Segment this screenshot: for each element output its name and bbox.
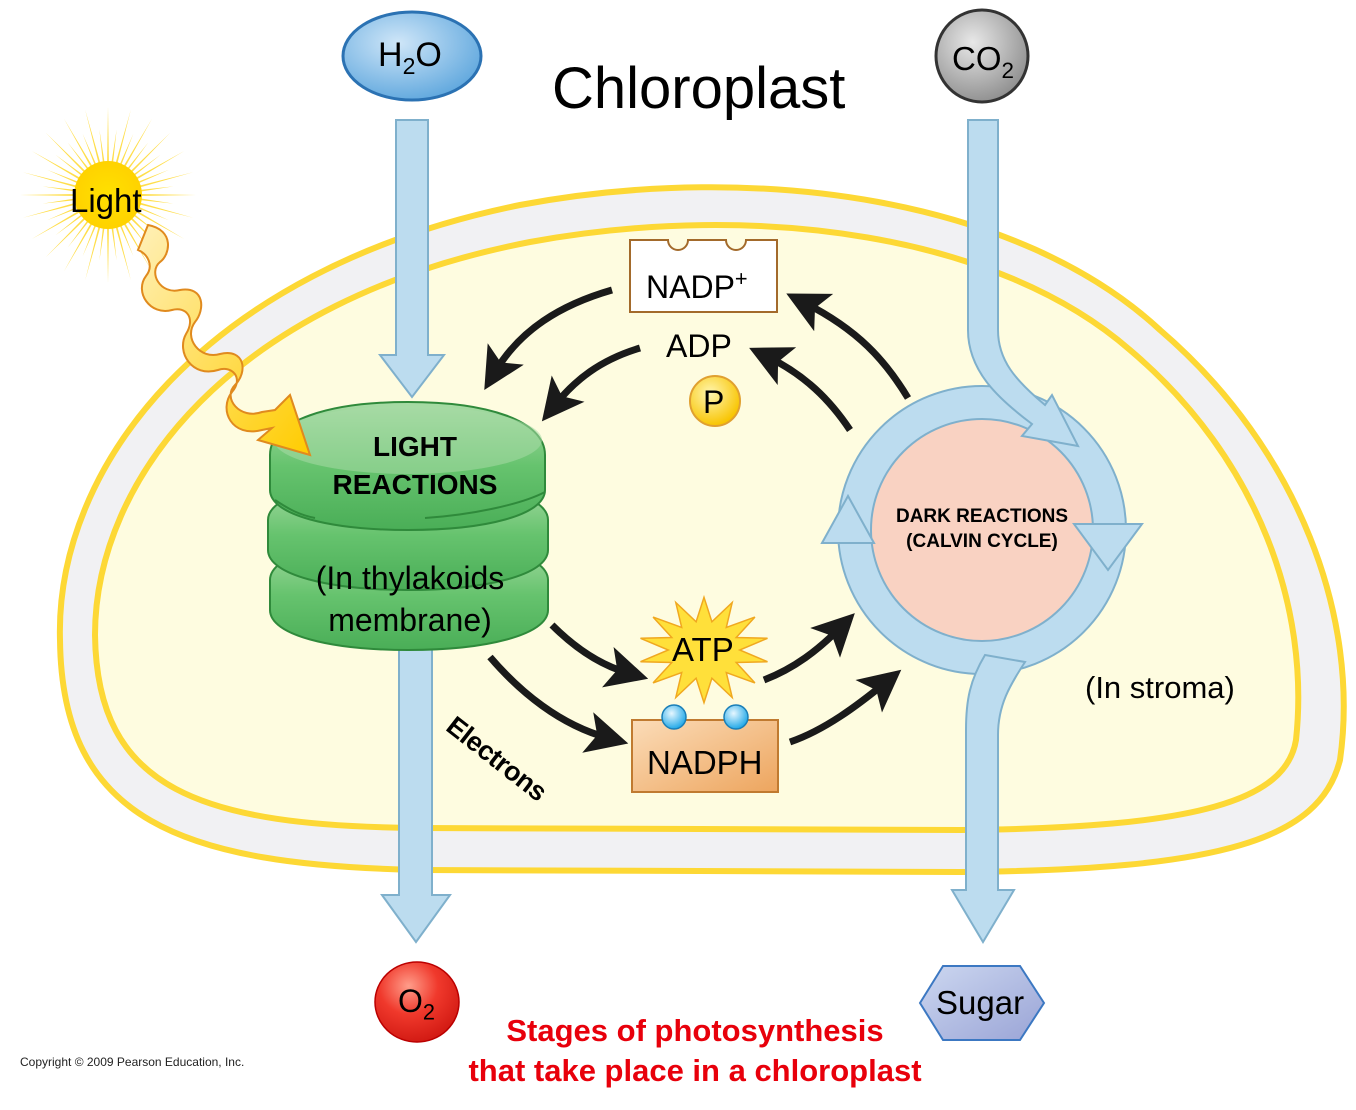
- diagram-title: Chloroplast: [552, 56, 846, 121]
- sun-ray: [112, 215, 131, 281]
- light-label: Light: [70, 182, 142, 219]
- nadph-to-cycle-arrow: [788, 669, 902, 746]
- sun-ray: [45, 209, 94, 258]
- thylakoid-stack: [267, 400, 549, 652]
- sun-ray: [126, 205, 185, 239]
- water-label: H2O: [378, 36, 442, 80]
- sun-ray: [85, 215, 104, 281]
- phosphate-circle: [689, 375, 741, 427]
- light-reactions-title: REACTIONS: [332, 469, 498, 500]
- atp-to-cycle-arrow: [762, 613, 855, 684]
- sun-ray: [118, 118, 152, 177]
- cycle-arrowhead-left: [820, 493, 876, 544]
- nadp-box: [629, 239, 778, 313]
- atp-starburst: [640, 594, 768, 706]
- sun-ray: [128, 172, 194, 191]
- sugar-label: Sugar: [936, 984, 1025, 1021]
- nadph-box: [631, 719, 779, 793]
- co2-flow-arrow: [967, 119, 1080, 448]
- light-wave-arrow: [136, 223, 312, 457]
- sun-ray: [45, 132, 94, 181]
- oxygen-molecule: [374, 961, 460, 1043]
- to-atp-arrow: [549, 622, 649, 688]
- sun-ray: [31, 151, 90, 185]
- electron-bead: [723, 704, 749, 730]
- copyright-notice: Copyright © 2009 Pearson Education, Inc.: [20, 1055, 245, 1069]
- sun-ray: [118, 213, 152, 272]
- caption-line-2: that take place in a chloroplast: [468, 1053, 922, 1088]
- sun-ray: [85, 109, 104, 175]
- electrons-arrow: [487, 654, 629, 753]
- sugar-molecule: [918, 965, 1046, 1041]
- sun-ray: [128, 199, 194, 218]
- atp-starburst-shape: [640, 594, 768, 706]
- sun-ray: [31, 205, 90, 239]
- adp-from-cycle-arrow: [749, 347, 853, 432]
- oxygen-flow-arrow: [380, 644, 452, 944]
- atp-label: ATP: [672, 631, 734, 668]
- sun-ray: [106, 216, 110, 283]
- calvin-cycle-title: (CALVIN CYCLE): [906, 531, 1058, 552]
- cycle-arrowhead-right: [1072, 523, 1144, 572]
- sun-ray: [64, 118, 98, 177]
- nadp-from-cycle-arrow: [786, 293, 911, 400]
- sun-ray: [126, 151, 185, 185]
- thylakoid-location-label: (In thylakoids: [315, 560, 505, 596]
- sun-ray: [112, 109, 131, 175]
- sun-ray: [20, 193, 87, 197]
- sun-ray: [64, 213, 98, 272]
- sun-core: [74, 161, 142, 229]
- sun-ray: [122, 132, 171, 181]
- sun-ray: [129, 193, 196, 197]
- sun-ray: [22, 199, 88, 218]
- water-flow-arrow: [377, 119, 447, 399]
- stroma-location-label: (In stroma): [1085, 670, 1235, 705]
- co2-molecule: [934, 8, 1030, 104]
- sun-ray: [22, 172, 88, 191]
- oxygen-label: O2: [398, 983, 435, 1025]
- co2-label: CO2: [952, 40, 1014, 83]
- nadp-label: NADP+: [646, 266, 748, 305]
- water-molecule: [341, 10, 483, 102]
- nadph-label: NADPH: [647, 744, 763, 781]
- caption-line-1: Stages of photosynthesis: [506, 1013, 884, 1048]
- calvin-cycle-ring: [820, 385, 1144, 675]
- dark-reactions-title: DARK REACTIONS: [895, 506, 1069, 527]
- electron-bead: [661, 704, 687, 730]
- thylakoid-location-label: membrane): [328, 602, 492, 638]
- light-reactions-title: LIGHT: [373, 431, 457, 462]
- sugar-flow-arrow: [950, 653, 1027, 944]
- phosphate-label: P: [703, 384, 725, 420]
- nadp-return-arrow: [484, 286, 613, 391]
- adp-return-arrow: [541, 344, 642, 422]
- adp-label: ADP: [666, 328, 732, 364]
- sun-ray: [106, 107, 110, 174]
